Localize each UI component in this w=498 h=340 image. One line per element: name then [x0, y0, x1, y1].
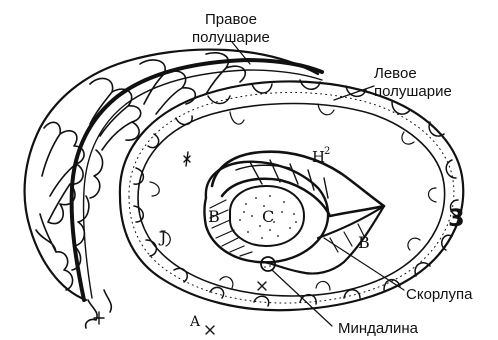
mark-a: A	[189, 314, 201, 330]
mark-h2-sup: 2	[324, 146, 330, 157]
label-amygdala: Миндалина	[338, 320, 419, 337]
label-right-hemisphere-line2: полушарие	[192, 29, 270, 46]
mark-b-lower: B	[358, 233, 370, 252]
mark-b-upper: B	[208, 207, 220, 226]
label-left-hemisphere-line2: полушарие	[374, 83, 452, 100]
leader-amygdala	[272, 270, 332, 326]
figure-number: 3	[448, 204, 465, 232]
label-left-hemisphere-line1: Левое	[374, 65, 417, 82]
label-shell: Скорлупа	[406, 286, 473, 303]
mark-c: C	[262, 207, 274, 226]
right-hemisphere-outline	[25, 50, 318, 328]
left-hemisphere-section	[120, 80, 463, 310]
label-right-hemisphere-line1: Правое	[205, 11, 257, 28]
mark-j: J	[158, 227, 166, 246]
